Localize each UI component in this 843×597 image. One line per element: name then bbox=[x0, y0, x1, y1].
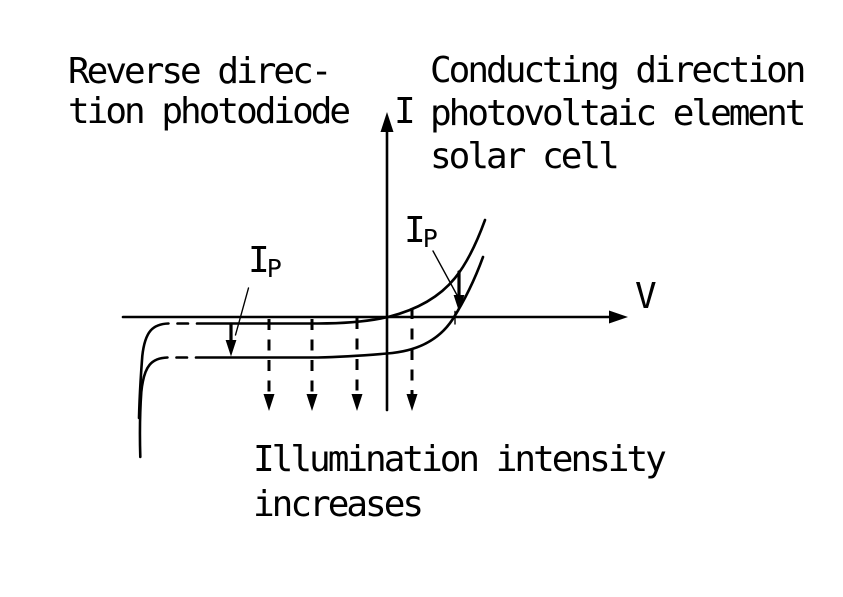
lower-curve-breakdown bbox=[138, 356, 169, 459]
v-axis-arrowhead-icon bbox=[609, 310, 628, 324]
ip-label-subscript: P bbox=[422, 224, 438, 253]
lower-curve bbox=[194, 255, 485, 359]
illumination-arrow-1-head-icon bbox=[263, 394, 275, 411]
ip-leader-line-left bbox=[234, 287, 250, 336]
illumination-arrow-heads bbox=[263, 394, 418, 411]
ip-label-main: I bbox=[404, 210, 426, 251]
label-illumination-intensity: Illumination intensity increases bbox=[253, 437, 667, 527]
ip-leader-line-right bbox=[432, 250, 459, 297]
illumination-arrow-4-head-icon bbox=[406, 394, 418, 411]
label-conducting-direction-solar-cell: Conducting direction photovoltaic elemen… bbox=[430, 49, 806, 178]
label-line: Reverse direc- bbox=[68, 51, 332, 92]
i-axis-arrowhead-icon bbox=[380, 112, 394, 132]
v-axis-label: V bbox=[635, 276, 657, 317]
illumination-arrow-3-head-icon bbox=[351, 394, 363, 411]
ip-label-left: IP bbox=[248, 241, 282, 284]
ip-label-subscript: P bbox=[266, 254, 282, 283]
upper-curve bbox=[195, 218, 487, 325]
ip-shift-arrow-right-head-icon bbox=[453, 295, 465, 312]
ip-label-main: I bbox=[248, 240, 270, 281]
ip-shift-arrow-left-head-icon bbox=[225, 340, 237, 357]
label-line: tion photodiode bbox=[68, 91, 351, 132]
illumination-arrow-2-head-icon bbox=[306, 394, 318, 411]
label-line: increases bbox=[253, 484, 424, 525]
label-line: Illumination intensity bbox=[253, 439, 667, 480]
label-line: solar cell bbox=[430, 136, 620, 177]
label-line: photovoltaic element bbox=[430, 93, 806, 134]
upper-curve-breakdown bbox=[137, 322, 170, 420]
label-line: Conducting direction bbox=[430, 50, 806, 91]
i-axis-label: I bbox=[394, 91, 416, 132]
label-reverse-direction-photodiode: Reverse direc- tion photodiode bbox=[68, 51, 351, 132]
illumination-arrow-shafts bbox=[267, 308, 414, 396]
ip-label-right: IP bbox=[404, 211, 438, 254]
